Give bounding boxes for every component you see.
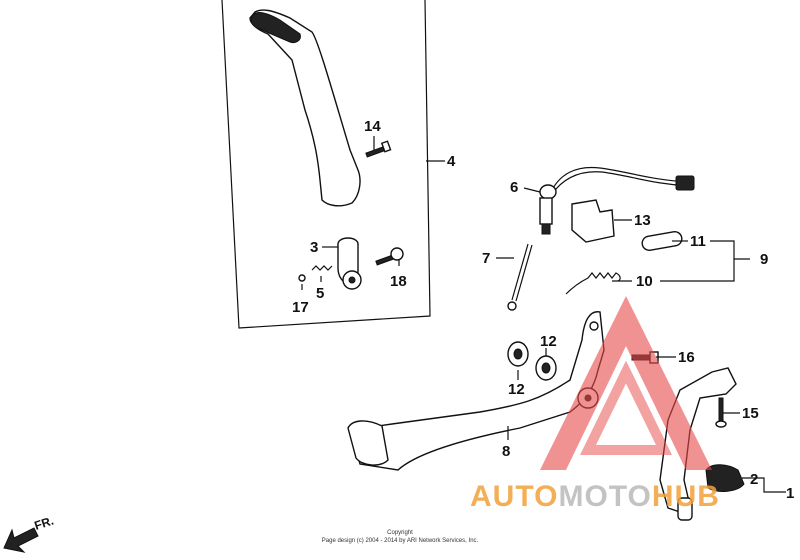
sleeve-11 xyxy=(641,231,683,251)
kick-joint-3 xyxy=(337,237,362,290)
callout-12-left: 12 xyxy=(508,381,525,398)
spring-5 xyxy=(311,265,333,271)
front-arrow-icon xyxy=(3,527,39,553)
callout-5: 5 xyxy=(316,285,324,302)
bolt-14 xyxy=(365,140,392,158)
front-direction-indicator: FR. xyxy=(3,514,56,553)
kick-starter-group xyxy=(221,0,431,329)
copyright-line-1: Copyright xyxy=(387,530,413,536)
callout-1: 1 xyxy=(786,485,794,502)
switch-assembly-6 xyxy=(539,166,695,235)
callout-8: 8 xyxy=(502,443,510,460)
watermark-moto: MOTO xyxy=(558,480,651,513)
callout-4: 4 xyxy=(447,153,456,170)
callout-17: 17 xyxy=(292,299,309,316)
svg-text:AUTOMOTOHUB: AUTOMOTOHUB xyxy=(470,480,720,513)
kick-grip xyxy=(250,12,301,43)
callout-labels: 1 2 3 4 5 6 7 8 9 10 11 12 12 13 14 15 1… xyxy=(292,118,794,502)
callout-3: 3 xyxy=(310,239,318,256)
callout-10: 10 xyxy=(636,273,653,290)
callout-11: 11 xyxy=(690,233,706,250)
seal-12-right xyxy=(535,355,557,381)
callout-6: 6 xyxy=(510,179,518,196)
automotohub-watermark: AUTOMOTOHUB xyxy=(470,296,720,513)
kick-arm xyxy=(249,9,361,207)
watermark-hub: HUB xyxy=(652,480,720,513)
front-label: FR. xyxy=(33,514,56,533)
watermark-triangle-icon xyxy=(540,296,712,470)
callout-9: 9 xyxy=(760,251,768,268)
rod-7 xyxy=(507,243,533,311)
callout-13: 13 xyxy=(634,212,651,229)
watermark-auto: AUTO xyxy=(470,480,558,513)
bolt-18 xyxy=(375,247,404,266)
rubber-block-13 xyxy=(571,199,615,243)
ball-17 xyxy=(298,274,306,282)
seal-12-left xyxy=(507,341,529,367)
callout-12-right: 12 xyxy=(540,333,557,350)
copyright-line-2: Page design (c) 2004 - 2014 by ARI Netwo… xyxy=(322,538,479,544)
callout-15: 15 xyxy=(742,405,759,422)
callout-16: 16 xyxy=(678,349,695,366)
callout-18: 18 xyxy=(390,273,407,290)
callout-14: 14 xyxy=(364,118,381,135)
bolt-15 xyxy=(715,397,727,428)
callout-7: 7 xyxy=(482,250,490,267)
group-frame xyxy=(221,0,431,329)
leader-lines xyxy=(301,136,786,493)
spring-10 xyxy=(565,272,621,295)
callout-2: 2 xyxy=(750,471,758,488)
